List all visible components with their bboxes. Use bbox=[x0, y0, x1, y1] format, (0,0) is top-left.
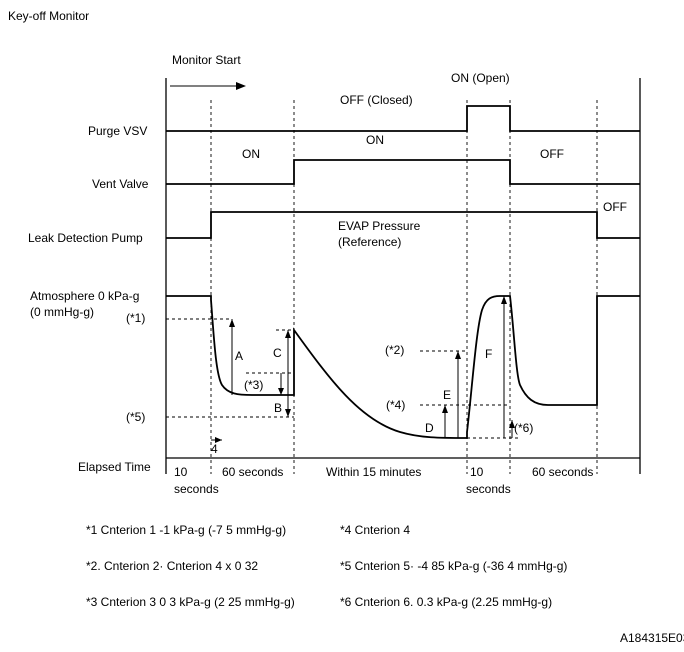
note-criterion-5: *5 Cnterion 5· -4 85 kPa-g (-36 4 mmHg-g… bbox=[340, 559, 567, 573]
note-criterion-6: *6 Cnterion 6. 0.3 kPa-g (2.25 mmHg-g) bbox=[340, 595, 552, 609]
note-criterion-3: *3 Cnterion 3 0 3 kPa-g (2 25 mmHg-g) bbox=[86, 595, 295, 609]
letter-e: E bbox=[443, 388, 451, 402]
vent-valve-signal bbox=[166, 159, 640, 185]
criterion-2-marker: (*2) bbox=[385, 343, 404, 357]
note-criterion-4: *4 Cnterion 4 bbox=[340, 523, 410, 537]
criterion-dashed-lines bbox=[166, 318, 520, 439]
time-interval-1-unit: seconds bbox=[174, 482, 219, 496]
monitor-start-arrow bbox=[170, 82, 246, 90]
letter-b: B bbox=[274, 401, 282, 415]
letter-c: C bbox=[273, 346, 282, 360]
time-interval-5: 60 seconds bbox=[532, 465, 593, 479]
vent-off-right-label: OFF bbox=[540, 147, 564, 161]
pump-off-label: OFF bbox=[603, 200, 627, 214]
vent-on-left-label: ON bbox=[242, 147, 260, 161]
diagram-title: Key-off Monitor bbox=[8, 9, 89, 23]
elapsed-time-label: Elapsed Time bbox=[78, 460, 151, 474]
criterion-4-marker: (*4) bbox=[386, 398, 405, 412]
criterion-6-marker: (*6) bbox=[514, 421, 533, 435]
time-interval-4-unit: seconds bbox=[466, 482, 511, 496]
letter-f: F bbox=[485, 347, 492, 361]
monitor-start-label: Monitor Start bbox=[172, 53, 241, 67]
letter-d: D bbox=[425, 421, 434, 435]
time-interval-4-value: 10 bbox=[470, 465, 484, 479]
atmosphere-label: Atmosphere 0 kPa-g bbox=[30, 289, 139, 303]
atmosphere-mmhg-label: (0 mmHg-g) bbox=[30, 305, 94, 319]
evap-pressure-label: EVAP Pressure bbox=[338, 219, 421, 233]
figure-code: A184315E03 bbox=[620, 631, 684, 645]
vent-valve-label: Vent Valve bbox=[92, 177, 149, 191]
letter-a: A bbox=[235, 349, 243, 363]
leak-detection-pump-label: Leak Detection Pump bbox=[28, 231, 143, 245]
interval-four-arrow bbox=[211, 437, 222, 443]
purge-vsv-label: Purge VSV bbox=[88, 124, 147, 138]
criterion-3-marker: (*3) bbox=[244, 378, 263, 392]
note-criterion-2: *2. Cnterion 2· Cnterion 4 x 0 32 bbox=[86, 559, 258, 573]
purge-vsv-signal bbox=[166, 105, 640, 132]
on-open-label: ON (Open) bbox=[451, 71, 510, 85]
time-interval-1-value: 10 bbox=[174, 465, 188, 479]
evap-pressure-reference-label: (Reference) bbox=[338, 235, 401, 249]
criterion-1-marker: (*1) bbox=[126, 311, 145, 325]
note-criterion-1: *1 Cnterion 1 -1 kPa-g (-7 5 mmHg-g) bbox=[86, 523, 286, 537]
off-closed-label: OFF (Closed) bbox=[340, 93, 413, 107]
evap-pressure-curve bbox=[166, 295, 640, 439]
interval-four-label: 4 bbox=[211, 442, 218, 456]
criterion-5-marker: (*5) bbox=[126, 410, 145, 424]
measurement-arrows bbox=[229, 296, 515, 438]
leak-detection-pump-signal bbox=[166, 211, 640, 239]
time-interval-2: 60 seconds bbox=[222, 465, 283, 479]
time-interval-3: Within 15 minutes bbox=[326, 465, 421, 479]
vent-on-mid-label: ON bbox=[366, 133, 384, 147]
